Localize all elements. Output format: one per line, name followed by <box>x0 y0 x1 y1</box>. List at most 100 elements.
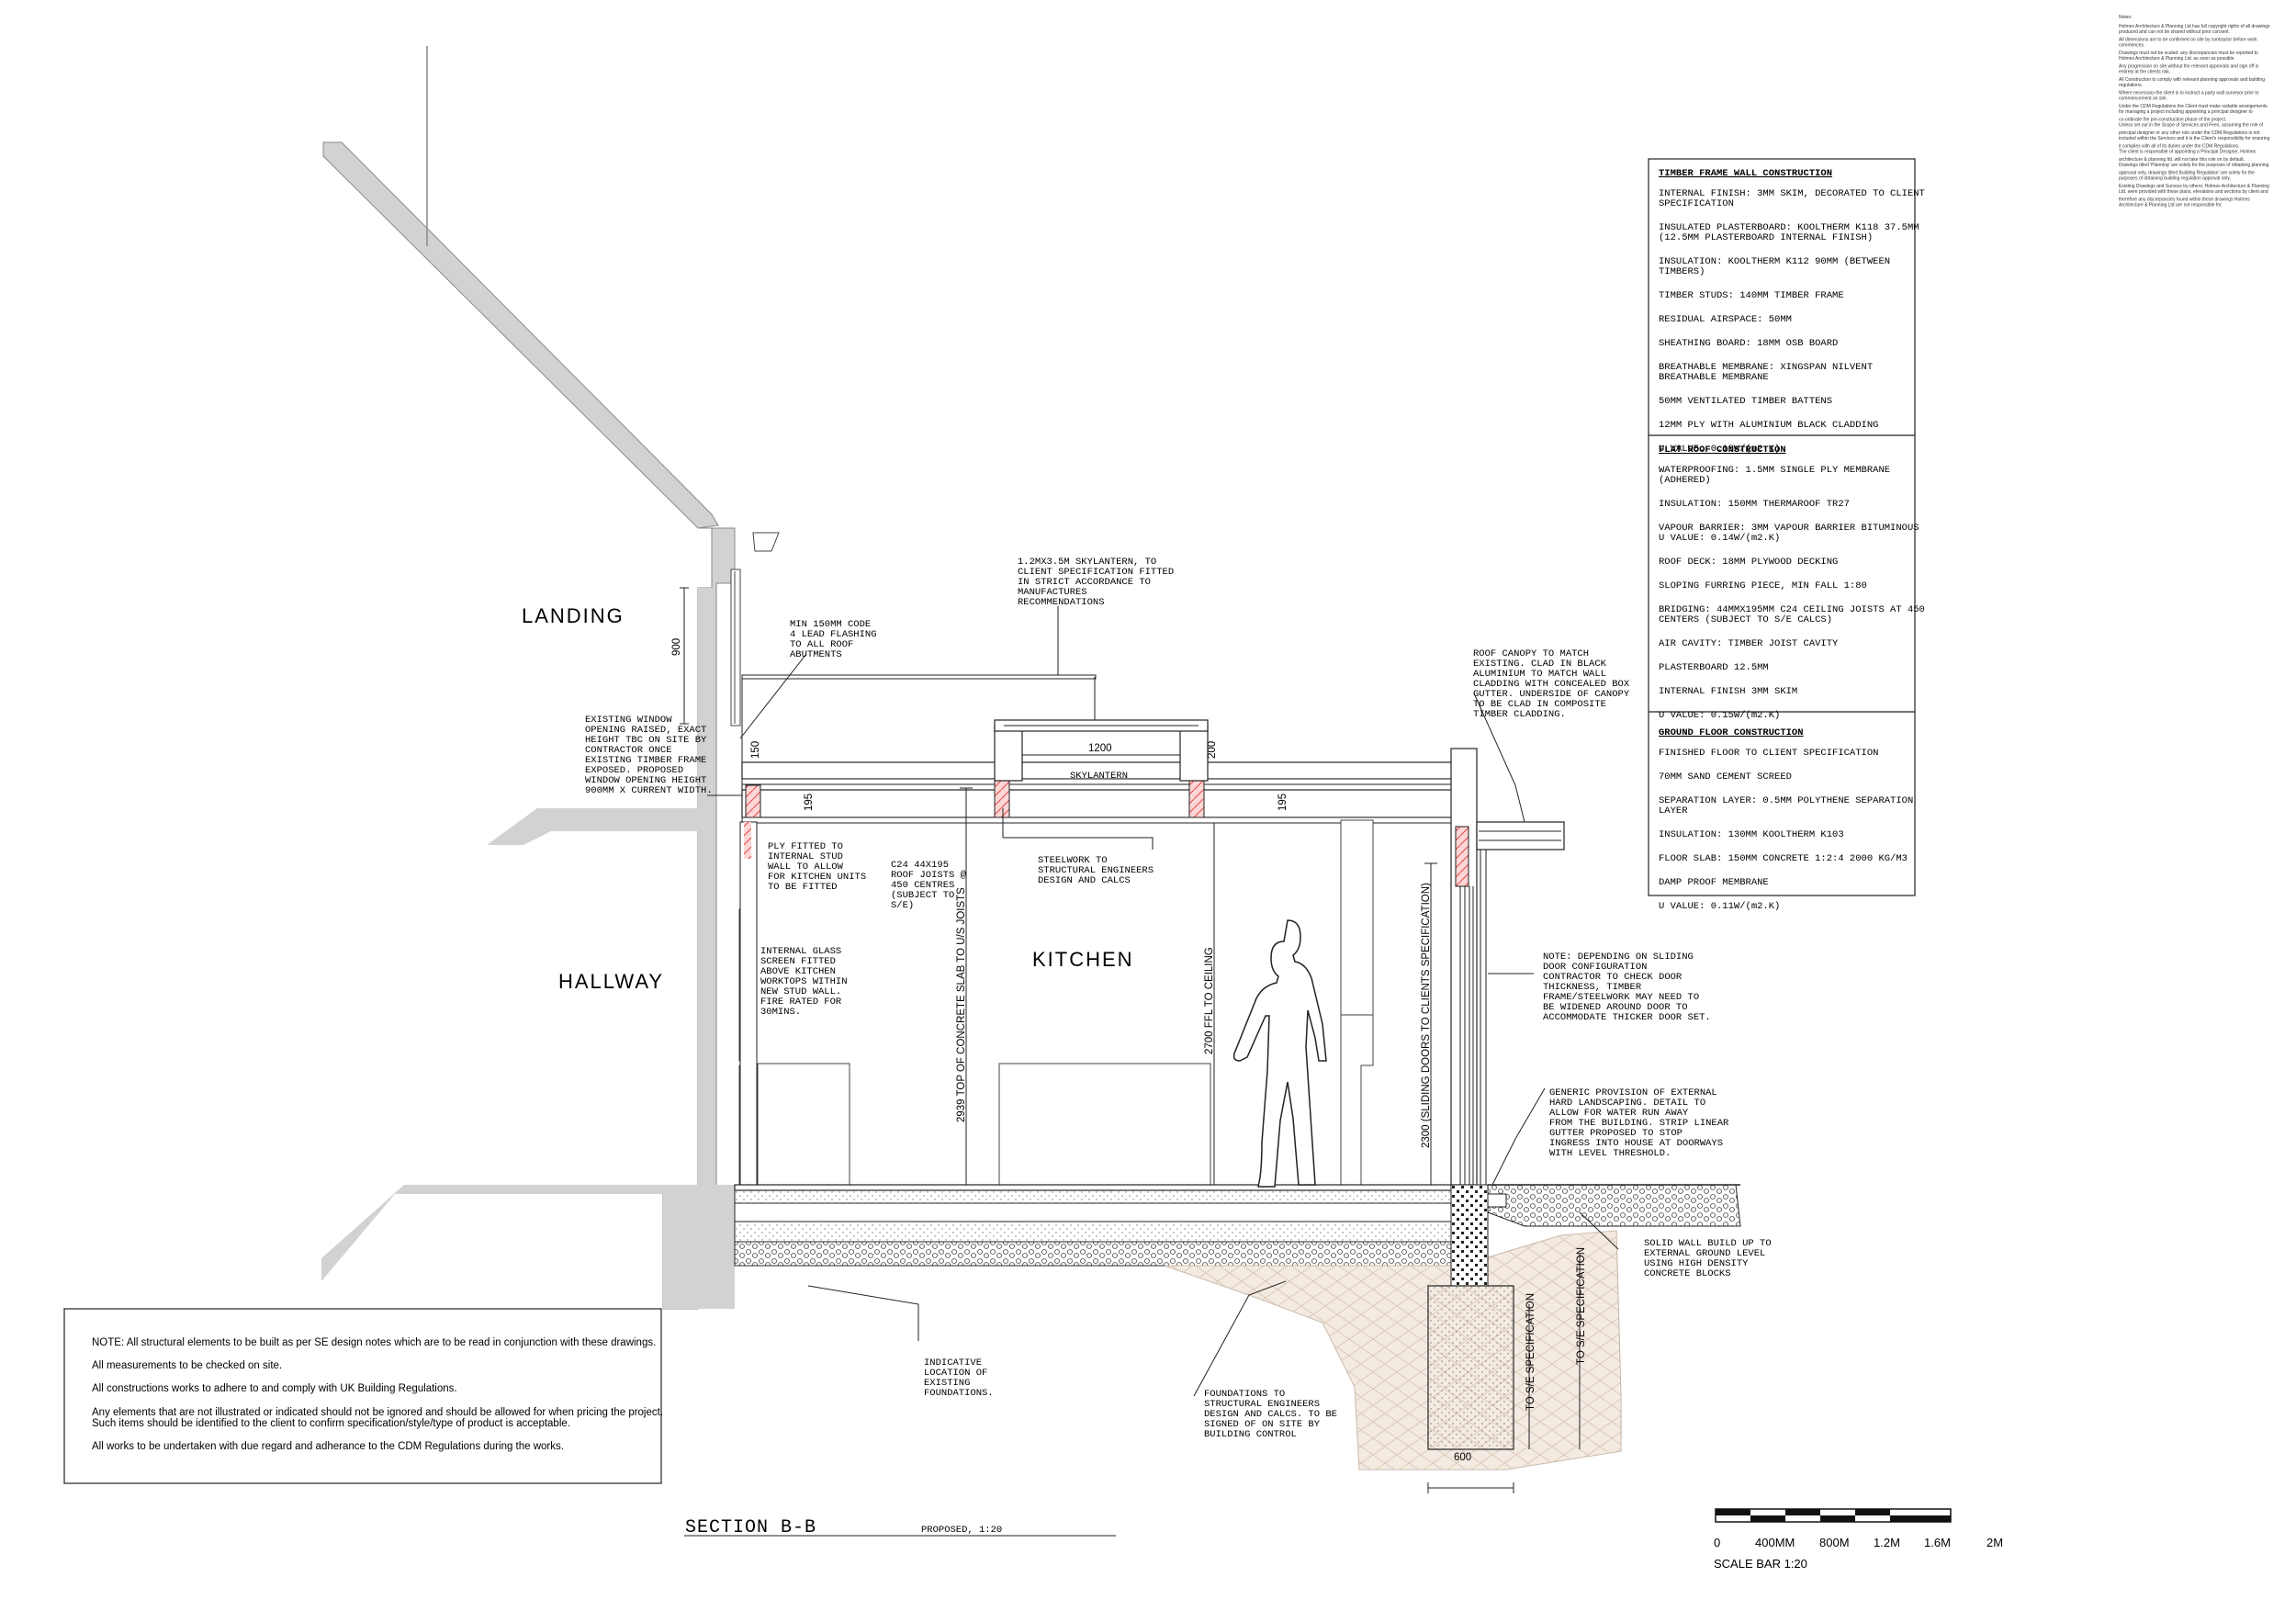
annotation-line: RECOMMENDATIONS <box>1018 597 1105 608</box>
general-note-line: Such items should be identified to the c… <box>92 1418 570 1429</box>
sheet-notes-line: The client is responsible of appointing … <box>2119 150 2257 155</box>
annotation-line: FOUNDATIONS TO <box>1204 1389 1285 1400</box>
sheet-notes-line: Existing Drawings and Surveys by others;… <box>2119 184 2269 189</box>
sheet-notes-line: Drawings must not be scaled: any discrep… <box>2119 51 2258 56</box>
sheet-notes-line: for managing a project including appoint… <box>2119 109 2253 115</box>
annotation-line: BUILDING CONTROL <box>1204 1429 1297 1440</box>
annotation-line: MIN 150MM CODE <box>790 619 871 630</box>
room-label-landing: LANDING <box>522 604 625 627</box>
room-label-hallway: HALLWAY <box>558 970 664 993</box>
annotation-line: 4 LEAD FLASHING <box>790 629 877 640</box>
sheet-notes-line: principal designer or any other role und… <box>2119 130 2260 136</box>
dim-sky-width: 1200 <box>1088 743 1112 754</box>
existing-house <box>321 46 780 1310</box>
annotation-line: STRUCTURAL ENGINEERS <box>1038 865 1154 876</box>
annotation-line: ROOF CANOPY TO MATCH <box>1473 648 1589 659</box>
dim-ffl-ceiling: 2700 FFL TO CEILING <box>1204 947 1215 1054</box>
annotation-line: TIMBER CLADDING. <box>1473 709 1566 720</box>
scale-bar <box>1715 1508 1952 1523</box>
sheet-notes-line: Unless set out in the Scope of Services … <box>2119 123 2264 129</box>
annotation-line: NEW STUD WALL. <box>760 986 841 997</box>
annotation-line: PLY FITTED TO <box>768 841 843 852</box>
annotation-line: CONTRACTOR ONCE <box>585 745 672 756</box>
drawing-title: SECTION B-B <box>685 1517 816 1538</box>
annotation-line: DESIGN AND CALCS <box>1038 875 1131 886</box>
general-notes-box <box>63 1308 662 1484</box>
annotation-line: THICKNESS, TIMBER <box>1543 982 1642 993</box>
annotation-line: CLADDING WITH CONCEALED BOX <box>1473 679 1630 690</box>
sheet-notes-line: All dimensions are to be confirmed on si… <box>2119 38 2257 43</box>
general-note-line: Any elements that are not illustrated or… <box>92 1407 663 1418</box>
sheet-notes-line: commencement on site. <box>2119 96 2167 102</box>
spec-line: INTERNAL FINISH: 3MM SKIM, DECORATED TO … <box>1659 188 1925 199</box>
annotation-line: HEIGHT TBC ON SITE BY <box>585 735 707 746</box>
spec-line: PLASTERBOARD 12.5MM <box>1659 662 1769 673</box>
landing-floor-b <box>491 808 712 845</box>
annotation-line: TO ALL ROOF <box>790 639 853 650</box>
general-note-line: All measurements to be checked on site. <box>92 1360 282 1371</box>
spec-line: TIMBERS) <box>1659 266 1705 277</box>
annotation-line: WINDOW OPENING HEIGHT <box>585 775 706 786</box>
sheet-notes-line: therefore any discrepancies found within… <box>2119 197 2250 203</box>
sheet-notes-line: Under the CDM Regulations the Client mus… <box>2119 104 2268 109</box>
sheet-notes-line: commences. <box>2119 43 2144 49</box>
annotation-line: INTERNAL GLASS <box>760 946 841 957</box>
scale-label: 1.6M <box>1924 1536 1951 1549</box>
annotation-line: CLIENT SPECIFICATION FITTED <box>1018 567 1174 578</box>
annotation-line: ALUMINIUM TO MATCH WALL <box>1473 669 1606 680</box>
sheet-notes-line: Any progression on site without the rele… <box>2119 64 2259 70</box>
annotation-line: 450 CENTRES <box>891 880 954 891</box>
spec-line: INSULATION: KOOLTHERM K112 90MM (BETWEEN <box>1659 256 1890 267</box>
island-unit <box>998 1063 1211 1186</box>
spec-line: INSULATION: 150MM THERMAROOF TR27 <box>1659 499 1850 510</box>
spec-panel <box>1648 158 1916 896</box>
annotation-line: USING HIGH DENSITY <box>1644 1258 1749 1269</box>
spec-line: TIMBER STUDS: 140MM TIMBER FRAME <box>1659 290 1844 301</box>
external-hardstanding <box>1487 1184 1741 1227</box>
annotation-line: GUTTER. UNDERSIDE OF CANOPY <box>1473 689 1630 700</box>
spec-line: WATERPROOFING: 1.5MM SINGLE PLY MEMBRANE <box>1659 465 1890 476</box>
annotation-line: LOCATION OF <box>924 1368 987 1379</box>
spec-line: U VALUE: 0.14W/(m2.K) <box>1659 533 1780 544</box>
scale-label: 800M <box>1819 1536 1850 1549</box>
general-note-line: All constructions works to adhere to and… <box>92 1383 457 1394</box>
scale-label: 2M <box>1986 1536 2003 1549</box>
annotation-line: 1.2MX3.5M SKYLANTERN, TO <box>1018 557 1156 568</box>
dim-foundation-width: 600 <box>1454 1452 1471 1463</box>
scale-label: 0 <box>1714 1536 1720 1549</box>
spec-line: 12MM PLY WITH ALUMINIUM BLACK CLADDING <box>1659 420 1878 431</box>
label-skylantern: SKYLANTERN <box>1070 771 1128 782</box>
sheet-notes-line: Drawings titled 'Planning' are solely fo… <box>2119 163 2269 168</box>
hardcore <box>734 1241 1461 1267</box>
annotation-line: FOUNDATIONS. <box>924 1388 994 1399</box>
annotation-line: SOLID WALL BUILD UP TO <box>1644 1238 1772 1249</box>
annotation-line: STRUCTURAL ENGINEERS <box>1204 1399 1320 1410</box>
upstand-right <box>1179 725 1209 782</box>
spec-line: SHEATHING BOARD: 18MM OSB BOARD <box>1659 338 1838 349</box>
sheet-notes-line: Where necessary the client is to instruc… <box>2119 91 2259 96</box>
upstand-left <box>994 725 1023 782</box>
existing-roof <box>322 141 719 529</box>
spec-line: SLOPING FURRING PIECE, MIN FALL 1:80 <box>1659 580 1867 591</box>
spec-line: CENTERS (SUBJECT TO S/E CALCS) <box>1659 614 1832 625</box>
spec-line: RESIDUAL AIRSPACE: 50MM <box>1659 314 1792 325</box>
dim-se-spec-a: TO S/E SPECIFICATION <box>1525 1293 1536 1411</box>
annotation-line: FROM THE BUILDING. STRIP LINEAR <box>1549 1118 1729 1129</box>
dim-window-height: 900 <box>671 638 682 656</box>
sheet-notes: Notes:Holmes Architecture & Planning Ltd… <box>2119 15 2270 208</box>
dim-joist-a: 195 <box>804 794 815 811</box>
spec-line: BREATHABLE MEMBRANE <box>1659 372 1769 383</box>
insulation-layer <box>734 1202 1461 1222</box>
external-wall-right <box>1450 748 1478 1186</box>
annotation-line: FIRE RATED FOR <box>760 997 842 1008</box>
dim-sliding-doors: 2300 (SLIDING DOORS TO CLIENTS SPECIFICA… <box>1421 883 1432 1148</box>
spec-line: BREATHABLE MEMBRANE: XINGSPAN NILVENT <box>1659 362 1873 373</box>
general-note-line: NOTE: All structural elements to be buil… <box>92 1337 656 1348</box>
